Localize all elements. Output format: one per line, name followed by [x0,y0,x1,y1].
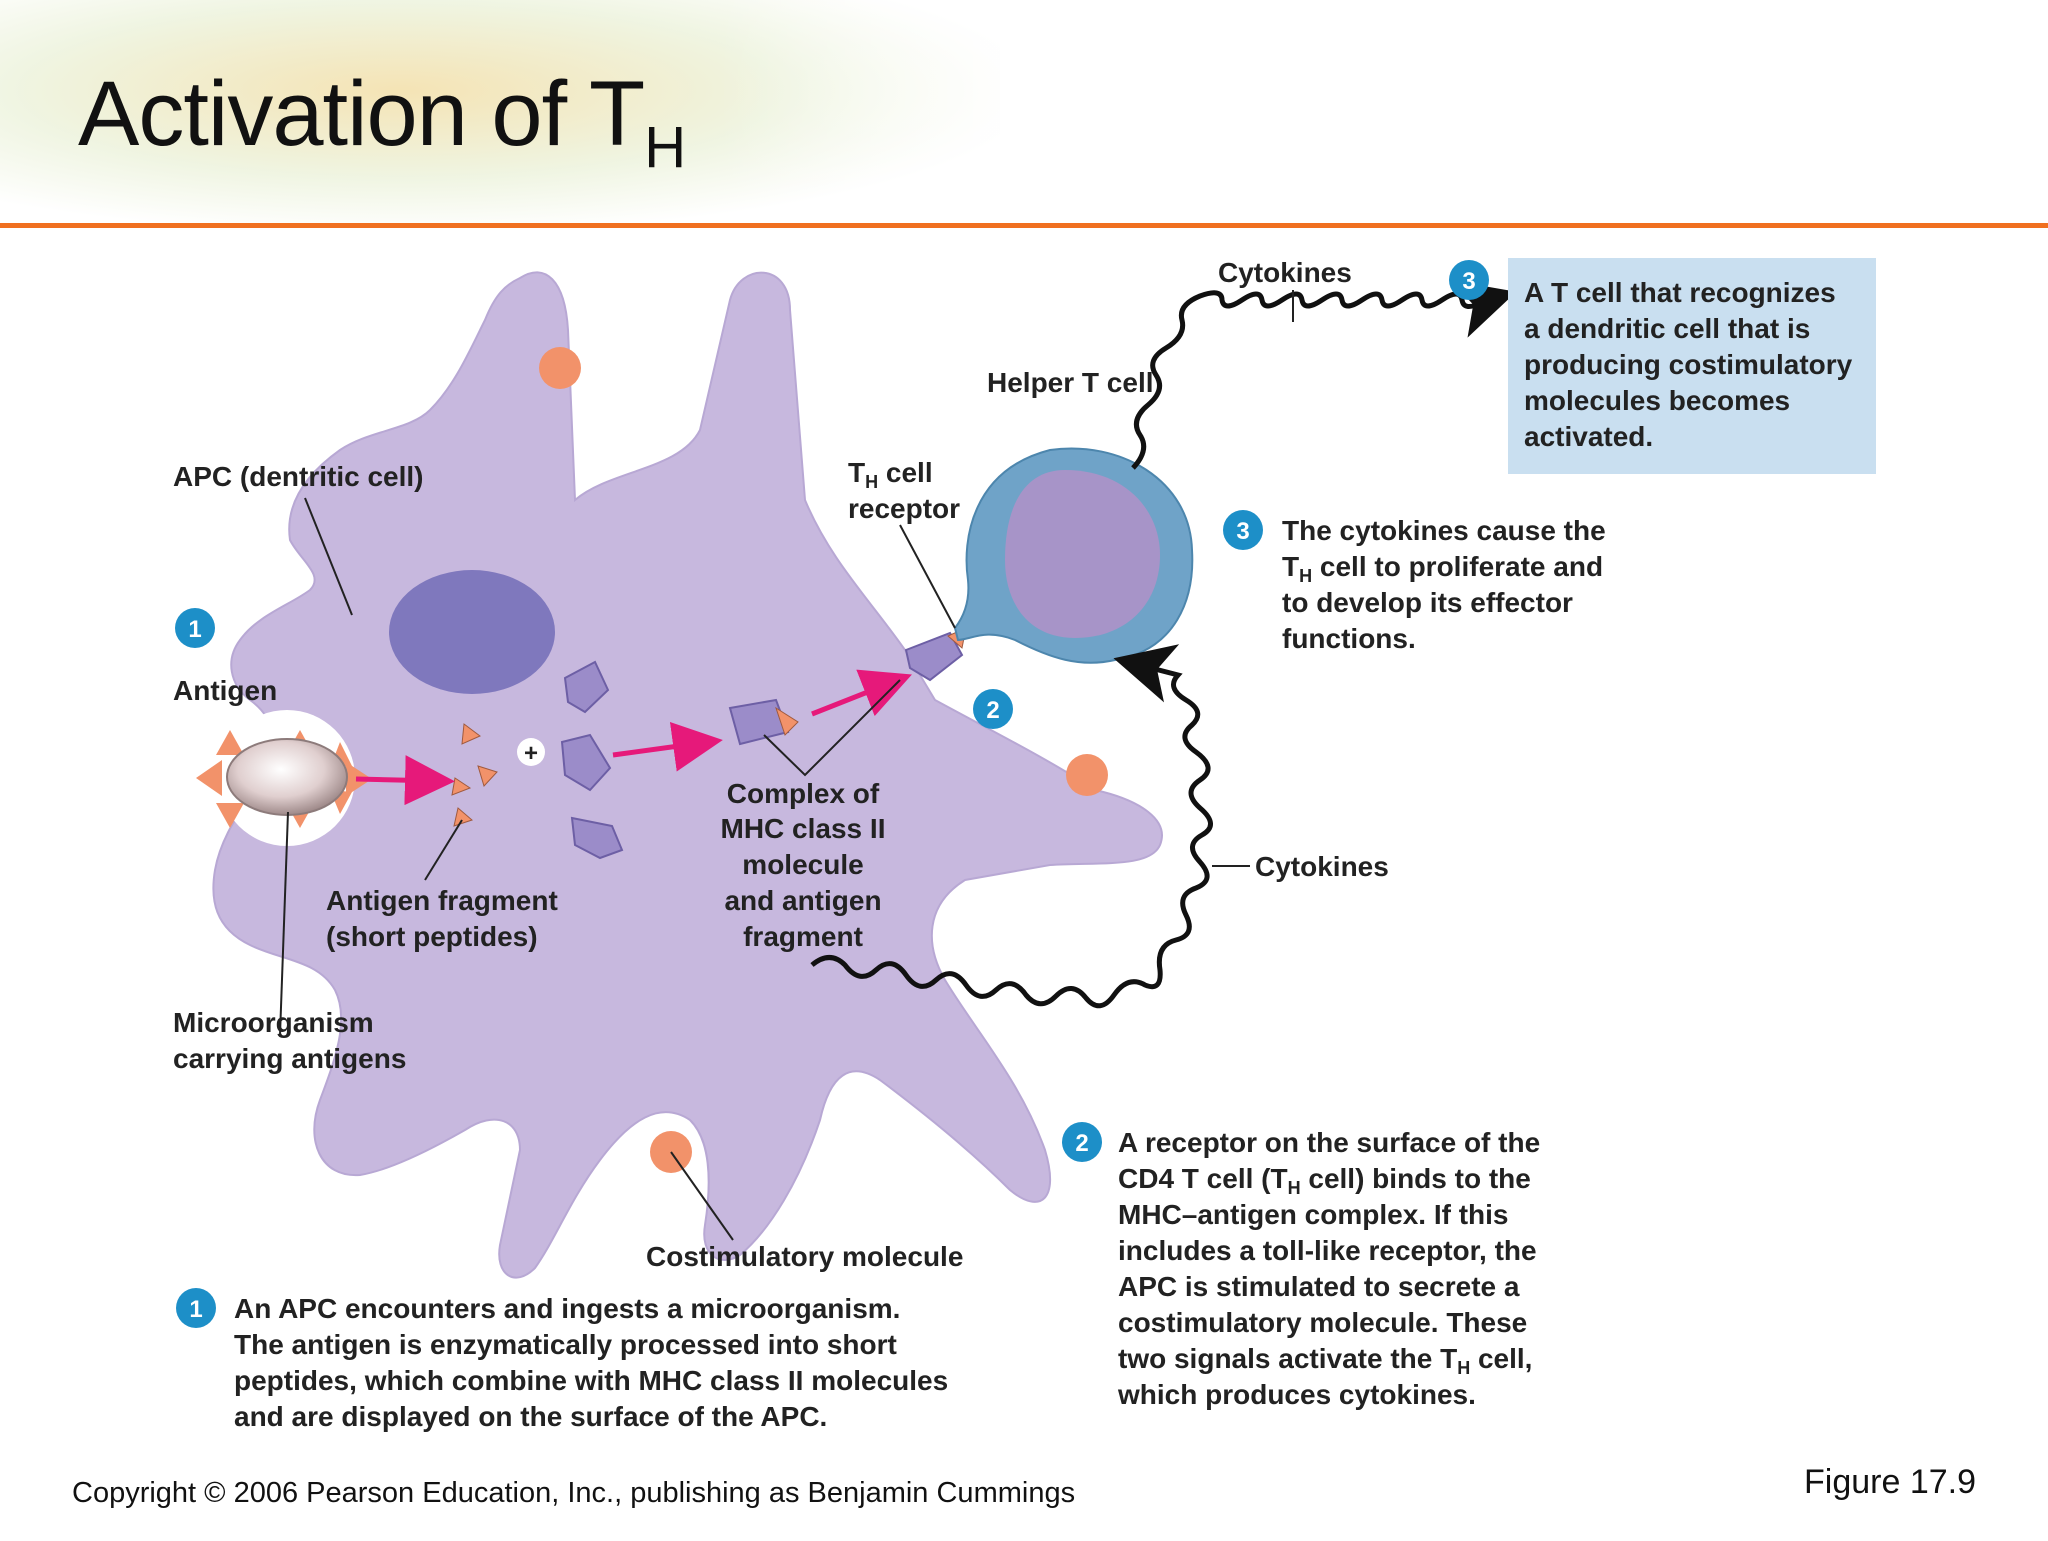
leader-apc [304,497,353,616]
mhc-molecule [570,816,624,860]
svg-text:The antigen is enzymatically p: The antigen is enzymatically processed i… [234,1329,897,1360]
svg-text:3: 3 [1236,518,1249,545]
mhc-molecule [560,733,612,792]
svg-text:a dendritic cell that is: a dendritic cell that is [1524,313,1810,344]
step3a-text: The cytokines cause the TH cell to proli… [1282,515,1606,654]
cytokines-feedback [810,644,1213,1009]
svg-text:producing costimulatory: producing costimulatory [1524,349,1853,380]
label-complex-1: Complex of [727,778,880,809]
antigen-fragment [461,723,481,745]
copyright-notice: Copyright © 2006 Pearson Education, Inc.… [72,1477,1076,1509]
label-complex-5: fragment [743,921,863,952]
page-title: Activation of TH [78,62,686,181]
leader-fragment [424,819,463,881]
svg-text:1: 1 [189,1296,202,1323]
label-complex-4: and antigen [724,885,881,916]
label-cytokines-top: Cytokines [1218,257,1352,288]
label-cytokines-right: Cytokines [1255,851,1389,882]
plus-sign: + [524,740,538,767]
label-costimulatory-molecule: Costimulatory molecule [646,1241,963,1272]
leader-costim [670,1151,734,1241]
surface-mhc-antigen-complex [904,631,964,682]
leader-th-receptor [899,524,956,629]
label-complex-3: molecule [742,849,863,880]
svg-text:A T cell that recognizes: A T cell that recognizes [1524,277,1836,308]
step3b-text: A T cell that recognizes a dendritic cel… [1524,277,1853,452]
label-microorganism: Microorganism [173,1007,374,1038]
svg-text:molecules becomes: molecules becomes [1524,385,1790,416]
label-apc: APC (dentritic cell) [173,461,423,492]
svg-text:to develop its effector: to develop its effector [1282,587,1573,618]
step1-description: 1 An APC encounters and ingests a microo… [176,1288,948,1432]
arrow-display [811,669,912,717]
svg-text:A receptor on the surface of t: A receptor on the surface of the [1118,1127,1540,1158]
svg-text:APC is stimulated to secrete a: APC is stimulated to secrete a [1118,1271,1520,1302]
svg-text:and are displayed on the surfa: and are displayed on the surface of the … [234,1401,827,1432]
antigen-fragment [453,807,473,827]
title-subscript: H [644,115,686,180]
leader-microorganism [279,811,289,1036]
label-antigen: Antigen [173,675,277,706]
title-rule [0,223,2048,228]
step-badge-1-top: 1 [175,608,215,648]
step-badge-2-mid: 2 [973,689,1013,729]
cytokines-to-activation [1131,280,1517,470]
svg-text:which produces cytokines.: which produces cytokines. [1117,1379,1476,1410]
svg-text:2: 2 [1075,1130,1088,1157]
label-short-peptides: (short peptides) [326,921,538,952]
step2-description: 2 A receptor on the surface of the CD4 T… [1062,1122,1540,1410]
svg-text:activated.: activated. [1524,421,1653,452]
figure-number: Figure 17.9 [1804,1463,1976,1501]
svg-text:MHC–antigen complex. If this: MHC–antigen complex. If this [1118,1199,1509,1230]
svg-text:costimulatory molecule. These: costimulatory molecule. These [1118,1307,1527,1338]
svg-text:includes a toll-like receptor,: includes a toll-like receptor, the [1118,1235,1537,1266]
label-receptor: receptor [848,493,960,524]
svg-text:An APC encounters and ingests: An APC encounters and ingests a microorg… [234,1293,900,1324]
label-complex-2: MHC class II [721,813,886,844]
svg-text:peptides, which combine with M: peptides, which combine with MHC class I… [234,1365,948,1396]
svg-text:2: 2 [986,697,999,724]
svg-text:3: 3 [1462,268,1475,295]
plus-circle [517,738,545,766]
label-helper-t-cell: Helper T cell [987,367,1154,398]
complex-antigen-fragment [775,706,799,736]
apc-dendritic-cell [212,271,1163,1279]
svg-text:TH cell to proliferate and: TH cell to proliferate and [1282,551,1603,586]
mhc-molecule [563,660,610,714]
svg-text:The cytokines cause the: The cytokines cause the [1282,515,1606,546]
label-carrying-antigens: carrying antigens [173,1043,406,1074]
arrow-combine [612,721,723,772]
svg-text:two signals activate the TH ce: two signals activate the TH cell, [1118,1343,1532,1378]
svg-text:functions.: functions. [1282,623,1416,654]
leader-complex [763,679,901,777]
label-antigen-fragment: Antigen fragment [326,885,558,916]
diagram: + APC (dentritic cell) Antigen Antigen f… [0,228,2048,1536]
costimulatory-molecule-top [539,347,581,389]
svg-text:1: 1 [188,616,201,643]
label-th-cell-receptor: TH cell [848,457,933,492]
nucleus [389,570,555,694]
step-badge-3-top: 3 [1449,260,1489,300]
step-badge-3-mid: 3 [1223,510,1263,550]
title-banner-fade [0,0,2048,226]
title-main: Activation of T [78,63,645,165]
svg-text:CD4 T cell (TH cell) binds to: CD4 T cell (TH cell) binds to the [1118,1163,1531,1198]
activation-diagram: + APC (dentritic cell) Antigen Antigen f… [173,257,1876,1432]
callout-box-activation [1508,258,1876,474]
costimulatory-molecule-right [1066,754,1108,796]
arrow-ingest [355,755,455,806]
t-cell-nucleus [1005,470,1160,638]
antigen-fragment [477,765,498,787]
